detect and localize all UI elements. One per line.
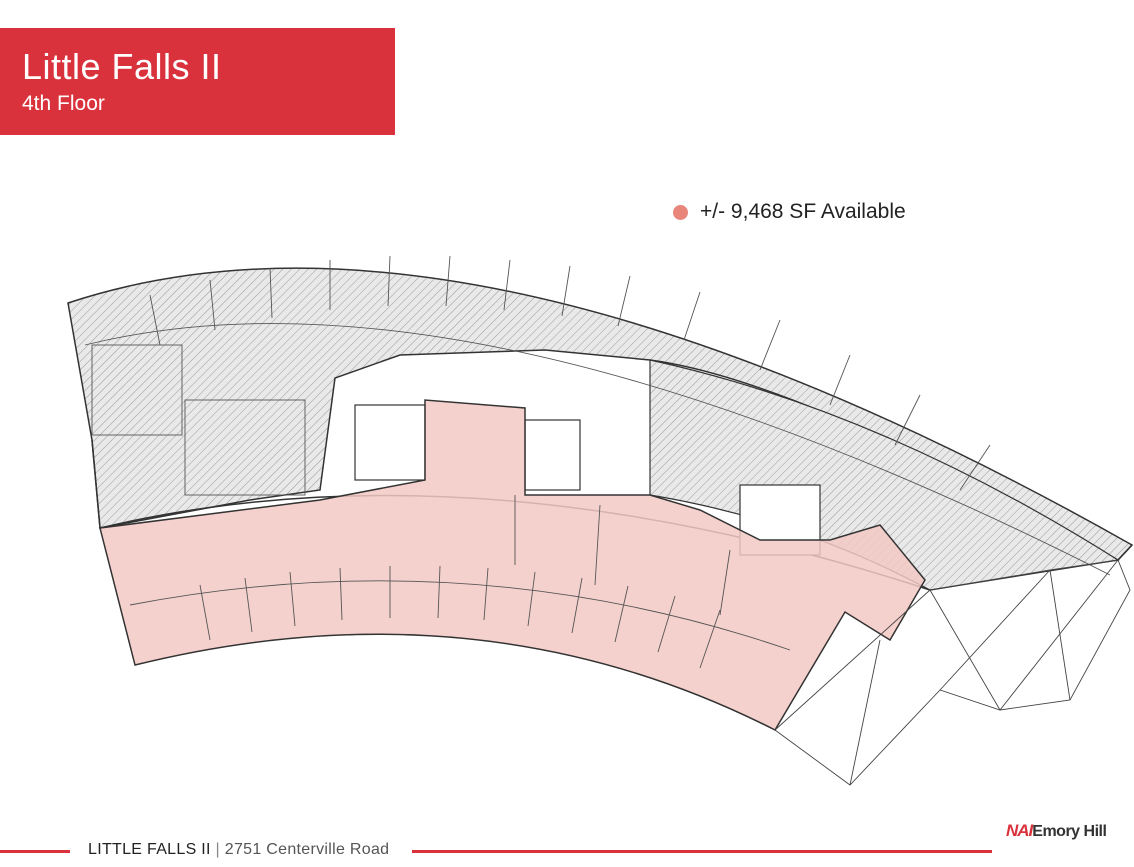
footer-separator: | — [215, 841, 220, 858]
available-suite — [99, 399, 926, 731]
office-partitions — [129, 495, 791, 669]
footer-rule-right — [412, 850, 992, 853]
logo-brand: NAI — [1006, 821, 1033, 840]
footer-building: LITTLE FALLS II — [88, 841, 211, 858]
available-swatch — [673, 204, 688, 220]
footer-rule-left — [0, 850, 70, 853]
company-logo: NAI Emory Hill — [1006, 821, 1107, 843]
floor-label: 4th Floor — [22, 92, 105, 115]
footer-caption: LITTLE FALLS II | 2751 Centerville Road — [88, 841, 389, 859]
logo-name: Emory Hill — [1032, 823, 1107, 840]
legend: +/- 9,468 SF Available — [673, 198, 906, 226]
terrace — [774, 559, 1131, 786]
legend-label: +/- 9,468 SF Available — [700, 200, 906, 223]
title-banner: Little Falls II 4th Floor — [0, 28, 395, 135]
stair-core — [354, 404, 426, 481]
elevator-core — [524, 419, 581, 491]
grey-partitions — [84, 255, 1111, 576]
page-title: Little Falls II — [22, 46, 222, 87]
building-shell — [67, 267, 1134, 561]
footer-address: 2751 Centerville Road — [224, 841, 390, 858]
